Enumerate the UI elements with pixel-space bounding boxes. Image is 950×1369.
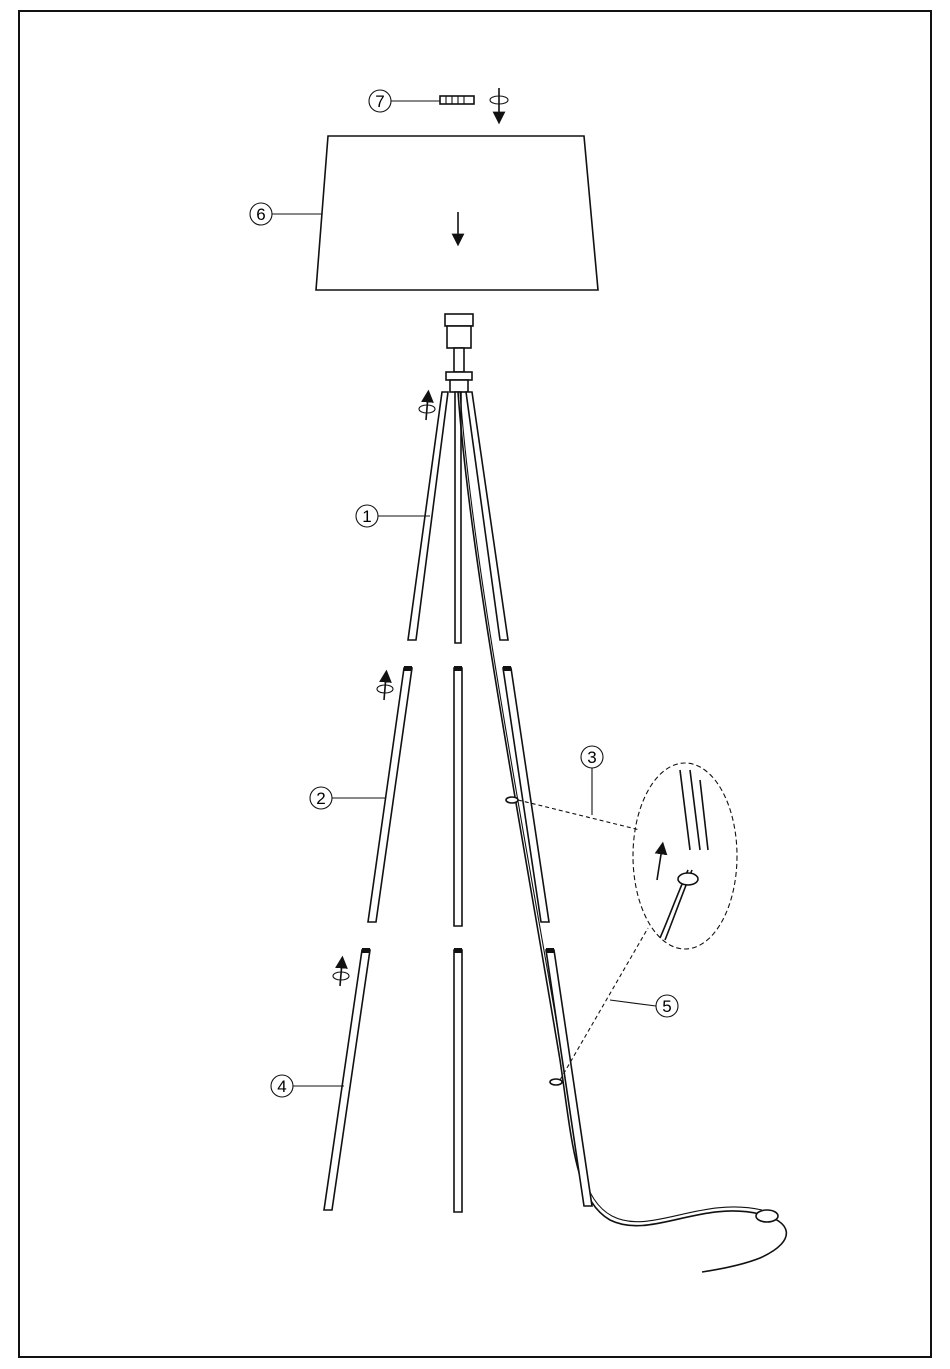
part-4-lower-legs: 4	[271, 948, 592, 1212]
part-6-shade: 6	[250, 136, 598, 290]
rotate-arrow-icon	[377, 676, 393, 700]
up-arrow-icon	[657, 848, 662, 880]
rotate-arrow-icon	[419, 396, 435, 420]
callout-1: 1	[362, 507, 371, 526]
callout-5: 5	[662, 997, 671, 1016]
callout-3: 3	[587, 748, 596, 767]
detail-view	[633, 763, 737, 949]
callout-7: 7	[375, 92, 384, 111]
rotate-arrow-icon	[490, 88, 508, 118]
power-cord	[458, 392, 786, 1272]
callout-6: 6	[256, 205, 265, 224]
part-5-cord: 5	[610, 995, 678, 1017]
part-3-cord-clip: 3	[518, 746, 640, 830]
rotate-arrow-icon	[333, 962, 349, 986]
lamp-socket	[445, 314, 473, 392]
cord-clip	[506, 797, 518, 803]
cord-switch	[756, 1210, 778, 1222]
part-7-finial: 7	[369, 90, 474, 112]
part-2-middle-legs: 2	[310, 666, 549, 926]
callout-4: 4	[277, 1077, 286, 1096]
callout-2: 2	[316, 789, 325, 808]
